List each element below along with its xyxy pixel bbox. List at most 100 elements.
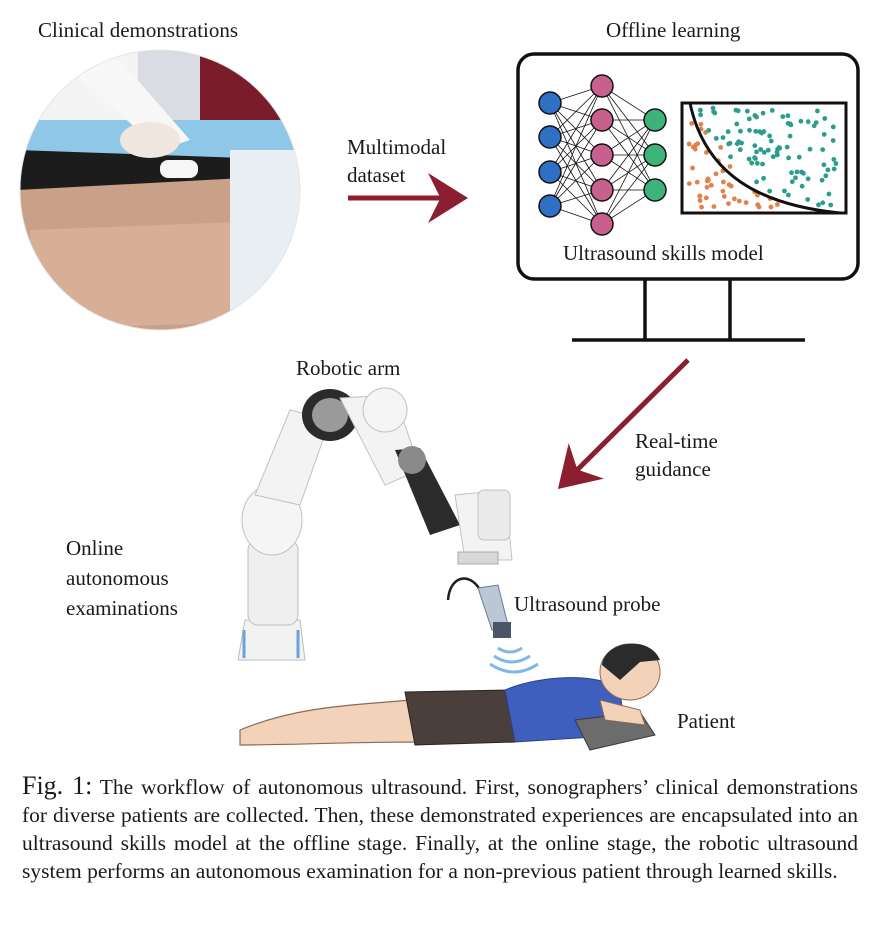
scatter-dot — [736, 198, 742, 204]
scatter-dot — [768, 204, 774, 210]
scatter-dot — [752, 113, 758, 118]
scatter-dot — [830, 124, 836, 130]
multimodal-label: Multimodal — [347, 135, 447, 159]
nn-node — [643, 143, 667, 167]
scatter-dot — [756, 204, 762, 210]
scatter-dot — [822, 116, 828, 121]
scatter-dot — [819, 177, 825, 183]
scatter-dot — [732, 196, 737, 202]
scatter-dot — [698, 121, 704, 127]
nn-edge — [601, 85, 656, 191]
scatter-dot — [831, 157, 837, 162]
scatter-dot — [727, 140, 733, 146]
nn-node — [538, 194, 562, 218]
autonomous-label: autonomous — [66, 566, 169, 590]
examinations-label: examinations — [66, 596, 178, 620]
scatter-dot — [752, 155, 757, 161]
scatter-dot — [704, 184, 710, 190]
nn-edge — [601, 119, 656, 225]
scatter-dot — [727, 164, 733, 169]
clinical-demonstrations-label: Clinical demonstrations — [38, 18, 239, 42]
scatter-dot — [805, 197, 811, 202]
dataset-label: dataset — [347, 163, 406, 187]
scatter-dot — [711, 109, 716, 115]
scatter-dot — [833, 161, 839, 166]
nn-node — [538, 160, 562, 184]
ultrasound-probe — [446, 577, 539, 674]
scatter-dot — [798, 118, 804, 124]
scatter-dot — [784, 144, 790, 150]
scatter-dot — [820, 200, 826, 206]
nn-node — [590, 108, 614, 132]
scatter-dot — [744, 108, 750, 114]
nn-node — [538, 125, 562, 149]
scatter-dot — [690, 144, 696, 150]
scatter-dot — [697, 198, 703, 204]
real-time-label: Real-time — [635, 429, 718, 453]
nn-node — [643, 178, 667, 202]
nn-edge — [601, 119, 656, 191]
online-label: Online — [66, 536, 124, 560]
scatter-dot — [760, 161, 765, 167]
scatter-dot — [788, 122, 794, 128]
scatter-dot — [786, 155, 791, 161]
scatter-dot — [721, 194, 727, 199]
scatter-dot — [774, 152, 780, 158]
nn-node — [590, 212, 614, 236]
scatter-dot — [720, 188, 726, 194]
scatter-dot — [816, 202, 821, 208]
scatter-dot — [799, 169, 804, 175]
scatter-dot — [698, 107, 703, 113]
nn-edge — [549, 119, 603, 207]
scatter-dot — [761, 175, 766, 181]
classification-plot — [680, 101, 848, 215]
scatter-dot — [767, 133, 772, 139]
scatter-dot — [690, 165, 695, 171]
scatter-dot — [728, 154, 733, 160]
scatter-dot — [776, 145, 782, 150]
scatter-dot — [713, 171, 719, 177]
scatter-dot — [767, 188, 772, 194]
ultrasound-skills-model-label: Ultrasound skills model — [563, 241, 764, 265]
scatter-dot — [752, 143, 758, 149]
scatter-dot — [704, 150, 709, 155]
scatter-dot — [736, 139, 742, 145]
scatter-dot — [759, 130, 765, 136]
patient-label: Patient — [677, 709, 736, 733]
caption-text: The workflow of autonomous ultrasound. F… — [22, 775, 858, 883]
scatter-dot — [826, 191, 832, 197]
scatter-dot — [821, 132, 827, 137]
scatter-dot — [697, 193, 703, 199]
scatter-dot — [747, 127, 752, 133]
nn-edge — [601, 85, 656, 156]
scatter-dot — [711, 204, 717, 210]
scatter-dot — [815, 108, 820, 114]
scatter-dot — [787, 133, 793, 139]
scatter-dot — [789, 179, 795, 185]
scatter-dot — [782, 188, 787, 194]
scatter-dot — [831, 166, 837, 172]
scatter-dot — [793, 175, 798, 181]
scatter-dot — [807, 146, 813, 152]
scatter-dot — [754, 149, 759, 155]
scatter-dot — [805, 176, 811, 182]
scatter-dot — [768, 138, 774, 144]
scatter-dot — [794, 169, 800, 175]
figure-number: Fig. 1: — [22, 771, 93, 800]
scatter-dot — [746, 156, 752, 162]
nn-node — [643, 108, 667, 132]
scatter-dot — [734, 121, 740, 127]
scatter-dot — [769, 108, 775, 113]
scatter-dot — [754, 160, 760, 166]
scatter-dot — [786, 192, 791, 198]
scatter-dot — [789, 170, 794, 176]
nn-edge — [601, 154, 656, 225]
workflow-figure — [19, 49, 860, 751]
scatter-dot — [686, 181, 692, 187]
scatter-dot — [699, 204, 704, 210]
scatter-dot — [726, 182, 732, 188]
scatter-dot — [828, 202, 834, 208]
scatter-dot — [713, 136, 719, 141]
scatter-dot — [738, 128, 743, 134]
scatter-dot — [780, 114, 786, 119]
